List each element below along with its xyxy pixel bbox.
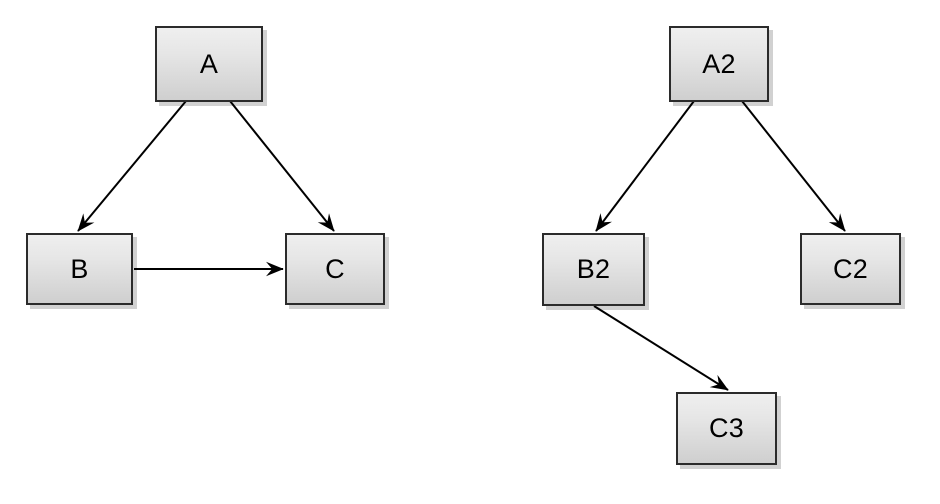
node-a2[interactable]: A2 [669, 26, 769, 102]
node-label-a2: A2 [702, 48, 736, 79]
edge-a2-to-c2[interactable] [741, 100, 846, 232]
edge-b2-to-c3[interactable] [593, 305, 729, 391]
node-label-b: B [70, 253, 89, 284]
node-c[interactable]: C [285, 233, 385, 305]
node-label-c2: C2 [833, 253, 868, 284]
node-c3[interactable]: C3 [676, 392, 777, 465]
edge-a-to-c[interactable] [229, 100, 335, 232]
node-b2[interactable]: B2 [542, 233, 645, 306]
edge-a-to-b[interactable] [77, 100, 187, 232]
edges-group [77, 100, 846, 391]
node-b[interactable]: B [26, 233, 133, 305]
node-label-b2: B2 [576, 254, 611, 284]
node-c2[interactable]: C2 [800, 233, 901, 305]
node-label-a: A [199, 48, 219, 79]
edge-a2-to-b2[interactable] [595, 100, 695, 232]
node-label-c3: C3 [709, 413, 744, 443]
node-a[interactable]: A [155, 26, 263, 102]
node-label-c: C [325, 253, 345, 284]
